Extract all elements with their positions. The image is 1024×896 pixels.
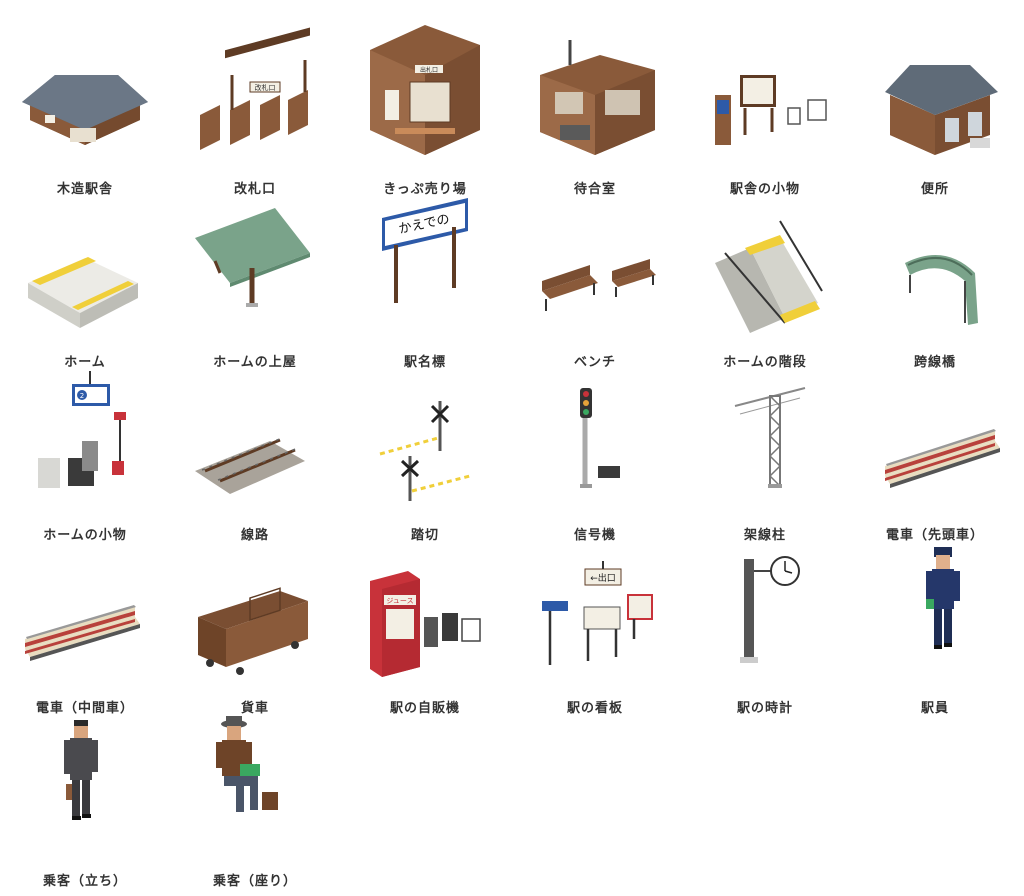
item-vending-machine[interactable]: ジュース 駅の自販機 [340,539,510,716]
restroom-icon [850,20,1020,170]
item-train-lead-car[interactable]: 電車（先頭車） [850,366,1020,543]
item-signal[interactable]: 信号機 [510,366,680,543]
item-railroad-crossing[interactable]: 踏切 [340,366,510,543]
item-label: ホームの階段 [723,355,807,370]
item-platform-stairs[interactable]: ホームの階段 [680,193,850,370]
item-bench[interactable]: ベンチ [510,193,680,370]
item-train-middle-car[interactable]: 電車（中間車） [0,539,170,716]
platform-roof-icon [170,193,340,343]
item-label: 駅の時計 [736,701,793,716]
item-label: 貨車 [240,701,269,716]
passenger-sitting-icon [170,712,340,862]
item-label: 駅名標 [403,355,446,370]
signal-icon [510,366,680,516]
footbridge-icon [850,193,1020,343]
item-station-props[interactable]: 駅舎の小物 [680,20,850,197]
ticket-gate-icon: 改札口 [170,20,340,170]
item-wooden-station[interactable]: 木造駅舎 [0,20,170,197]
item-ticket-office[interactable]: 出札口 きっぷ売り場 [340,20,510,197]
item-station-signboards[interactable]: ←出口 駅の看板 [510,539,680,716]
item-platform-roof[interactable]: ホームの上屋 [170,193,340,370]
svg-text:改札口: 改札口 [255,83,276,92]
freight-car-icon [170,539,340,689]
station-staff-icon [850,539,1020,689]
item-label: 踏切 [410,528,439,543]
item-catenary-pole[interactable]: 架線柱 [680,366,850,543]
item-station-staff[interactable]: 駅員 [850,539,1020,716]
bench-icon [510,193,680,343]
item-label: 木造駅舎 [56,182,113,197]
item-label: 待合室 [573,182,616,197]
item-label: 信号機 [573,528,616,543]
item-label: ベンチ [573,355,616,370]
catenary-pole-icon [680,366,850,516]
item-label: 駅の自販機 [389,701,460,716]
item-ticket-gate[interactable]: 改札口 改札口 [170,20,340,197]
platform-stairs-icon [680,193,850,343]
item-label: 改札口 [233,182,276,197]
item-label: ホームの上屋 [213,355,297,370]
item-platform-props[interactable]: 2 ホームの小物 [0,366,170,543]
item-railway-track[interactable]: 線路 [170,366,340,543]
platform-icon [0,193,170,343]
item-restroom[interactable]: 便所 [850,20,1020,197]
railroad-crossing-icon [340,366,510,516]
svg-text:出札口: 出札口 [420,66,438,74]
vending-machine-icon: ジュース [340,539,510,689]
item-label: 架線柱 [743,528,786,543]
station-sign-icon: かえでの [340,193,510,343]
item-station-clock[interactable]: 駅の時計 [680,539,850,716]
svg-text:ジュース: ジュース [386,597,413,605]
ticket-office-icon: 出札口 [340,20,510,170]
train-lead-car-icon [850,366,1020,516]
railway-track-icon [170,366,340,516]
item-label: 駅舎の小物 [729,182,800,197]
item-label: 駅員 [920,701,949,716]
wooden-station-icon [0,20,170,170]
passenger-standing-icon [0,712,170,862]
item-passenger-sitting[interactable]: 乗客（座り） [170,712,340,889]
svg-text:←出口: ←出口 [590,572,616,584]
item-label: 便所 [920,182,949,197]
station-clock-icon [680,539,850,689]
item-passenger-standing[interactable]: 乗客（立ち） [0,712,170,889]
waiting-room-icon [510,20,680,170]
item-label: 電車（中間車） [35,701,134,716]
item-label: 線路 [240,528,269,543]
item-waiting-room[interactable]: 待合室 [510,20,680,197]
item-label: きっぷ売り場 [383,182,467,197]
train-middle-car-icon [0,539,170,689]
item-label: ホーム [64,355,106,370]
item-platform[interactable]: ホーム [0,193,170,370]
item-freight-car[interactable]: 貨車 [170,539,340,716]
platform-props-icon: 2 [0,366,170,516]
item-label: 電車（先頭車） [885,528,984,543]
item-station-sign[interactable]: かえでの 駅名標 [340,193,510,370]
item-label: 乗客（座り） [212,874,297,889]
item-label: 跨線橋 [913,355,956,370]
item-label: 駅の看板 [566,701,623,716]
item-label: 乗客（立ち） [42,874,127,889]
station-props-icon [680,20,850,170]
svg-text:2: 2 [80,392,84,400]
item-footbridge[interactable]: 跨線橋 [850,193,1020,370]
station-signboards-icon: ←出口 [510,539,680,689]
item-label: ホームの小物 [43,528,127,543]
